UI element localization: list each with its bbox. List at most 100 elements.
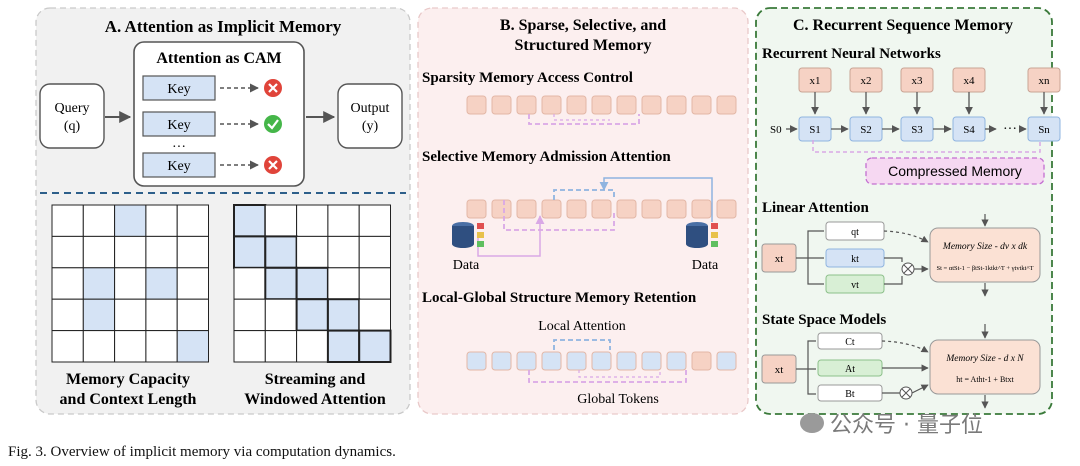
memory-token	[641, 95, 662, 115]
grid-cell	[145, 204, 178, 237]
grid-cell	[51, 267, 84, 300]
database-icon	[452, 222, 484, 248]
grid-cell	[358, 329, 392, 364]
memory-token	[716, 95, 737, 115]
memory-token	[641, 351, 662, 371]
grid-cell	[296, 330, 329, 363]
grid-cell	[51, 235, 84, 269]
grid-cell	[145, 267, 178, 300]
token-row-sparsity	[466, 95, 737, 115]
rnn-input-label: x1	[810, 75, 821, 87]
grid-cell	[233, 235, 267, 269]
grid-cell	[145, 235, 178, 269]
figure-caption: Fig. 3. Overview of implicit memory via …	[8, 444, 396, 460]
memory-token	[691, 199, 712, 219]
la-memory-box	[929, 227, 1041, 283]
rnn-input-label: xn	[1039, 75, 1051, 87]
token-row-selective	[466, 199, 737, 219]
selective-title: Selective Memory Admission Attention	[422, 149, 671, 165]
cross-icon	[264, 156, 282, 174]
ssm-c-label: Ct	[845, 337, 855, 348]
local-attention-label: Local Attention	[538, 319, 625, 334]
memory-token	[541, 95, 562, 115]
la-memory-size: Memory Size - dv x dk	[942, 242, 1028, 252]
grid-cell	[114, 298, 147, 332]
grid-cell	[176, 330, 209, 363]
rnn-state-node	[1027, 116, 1061, 142]
grid-cell	[145, 330, 178, 363]
la-input-label: xt	[775, 253, 784, 265]
grid-cell	[296, 235, 329, 269]
panel-a-title: A. Attention as Implicit Memory	[105, 17, 342, 36]
grid-cell	[114, 267, 147, 300]
panel-b-title-line2: Structured Memory	[515, 37, 652, 54]
grid-cell	[176, 267, 209, 300]
rnn-state-label: Sn	[1038, 124, 1050, 136]
key-label-2: Key	[167, 118, 190, 133]
memory-token	[566, 199, 587, 219]
panel-c: C. Recurrent Sequence Memory Recurrent N…	[755, 7, 1061, 415]
memory-token	[491, 351, 512, 371]
grid-cell	[327, 204, 360, 237]
grid-cell	[264, 266, 298, 301]
grid-cell	[358, 298, 392, 332]
rnn-state-label: S1	[809, 124, 821, 136]
rnn-ellipsis: ···	[1003, 122, 1017, 137]
key-label-1: Key	[167, 82, 190, 97]
output-label: Output	[351, 101, 390, 116]
grid-cell	[295, 298, 329, 332]
grid-cell	[82, 330, 116, 363]
rnn-input-label: x2	[861, 75, 872, 87]
memory-token	[666, 95, 687, 115]
grid-cell	[233, 330, 266, 363]
memory-token	[516, 199, 537, 219]
grid-cell	[145, 298, 178, 332]
grid-cell	[358, 204, 392, 237]
panel-b-title-line1: B. Sparse, Selective, and	[500, 17, 666, 34]
memory-token	[566, 95, 587, 115]
grid-cell	[264, 298, 298, 332]
memory-token	[466, 199, 487, 219]
memory-token	[666, 199, 687, 219]
ssm-title: State Space Models	[762, 312, 886, 328]
ssm-memory-box	[929, 339, 1041, 395]
memory-token	[541, 199, 562, 219]
grid-cell	[264, 204, 298, 237]
multiply-icon	[901, 262, 915, 276]
grid-cell	[82, 235, 116, 269]
grid-cell	[82, 267, 116, 300]
la-q-label: qt	[851, 227, 859, 238]
panel-b: B. Sparse, Selective, and Structured Mem…	[417, 7, 749, 415]
grid-cell	[114, 330, 147, 363]
grid-cell	[233, 204, 267, 238]
grid-cell	[326, 298, 361, 332]
grid-cell	[176, 204, 209, 237]
grid-cell	[264, 235, 298, 269]
memory-token	[641, 199, 662, 219]
memory-token	[491, 199, 512, 219]
rnn-state-label: S2	[860, 124, 872, 136]
ssm-input-label: xt	[775, 364, 784, 376]
grid-cell	[326, 329, 361, 364]
sparsity-title: Sparsity Memory Access Control	[422, 70, 633, 86]
grid1-caption-line2: and Context Length	[60, 391, 197, 408]
key-box-1	[142, 75, 216, 101]
la-equation: St = αtSt-1 − βtSt-1ktkt^T + γtvtkt^T	[937, 265, 1034, 272]
grid-cell	[295, 266, 329, 301]
grid-cell	[358, 267, 392, 300]
grid-cell	[114, 204, 147, 237]
database-icon	[686, 222, 718, 248]
grid-cell	[114, 235, 147, 269]
grid-cell	[176, 235, 209, 269]
memory-token	[591, 351, 612, 371]
panel-c-title: C. Recurrent Sequence Memory	[793, 17, 1013, 34]
grid-cell	[327, 267, 360, 300]
output-box	[337, 83, 403, 149]
grid1-caption-line1: Memory Capacity	[66, 371, 190, 388]
memory-token	[591, 95, 612, 115]
compressed-memory-label: Compressed Memory	[888, 163, 1022, 179]
la-k-label: kt	[851, 254, 859, 265]
global-tokens-label: Global Tokens	[577, 392, 659, 407]
query-box	[39, 83, 105, 149]
